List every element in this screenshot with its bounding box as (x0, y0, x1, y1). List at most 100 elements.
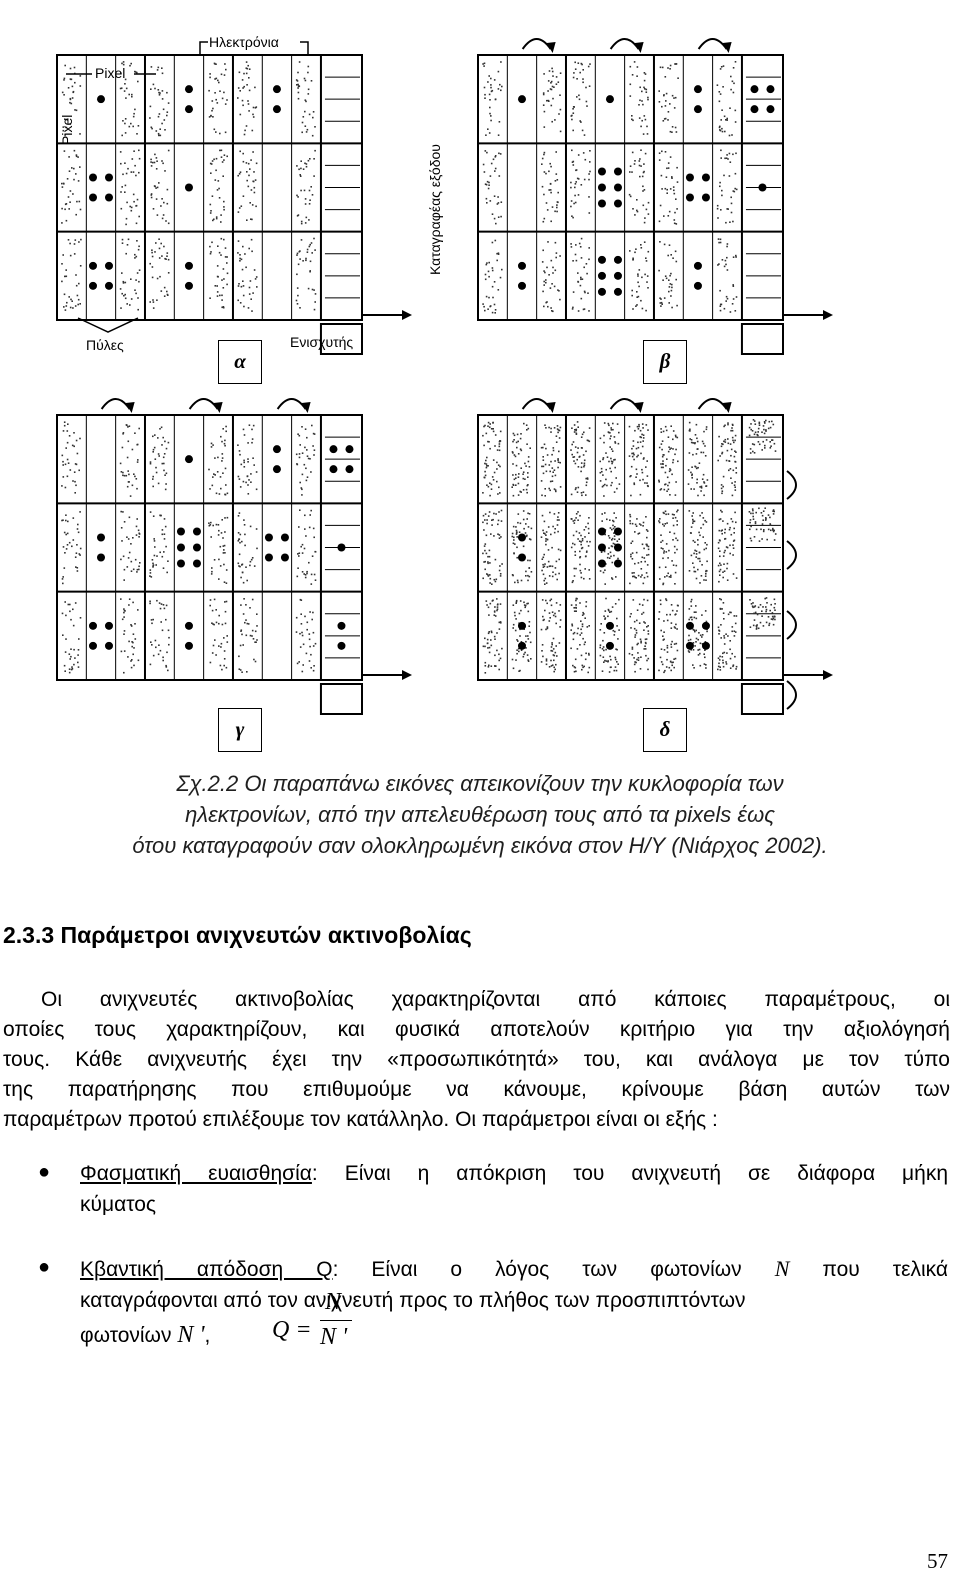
noise-speck (733, 484, 736, 486)
noise-speck (641, 556, 644, 559)
noise-speck (647, 545, 650, 548)
noise-speck (302, 168, 305, 170)
electron-charge (685, 641, 694, 650)
noise-speck (574, 658, 577, 661)
noise-speck (130, 625, 133, 627)
noise-speck (64, 463, 67, 466)
noise-speck (570, 493, 573, 496)
noise-speck (612, 542, 615, 545)
noise-speck (297, 214, 300, 216)
noise-speck (63, 421, 66, 423)
noise-speck (558, 610, 560, 612)
noise-speck (520, 433, 522, 435)
noise-speck (123, 579, 125, 581)
noise-speck (499, 492, 501, 494)
noise-speck (123, 611, 125, 614)
noise-speck (691, 466, 693, 468)
noise-speck (547, 305, 549, 308)
noise-speck (134, 289, 136, 291)
noise-speck (664, 76, 667, 78)
noise-speck (690, 488, 692, 490)
noise-speck (541, 185, 544, 188)
noise-speck (645, 466, 647, 468)
noise-speck (700, 451, 702, 454)
noise-speck (75, 566, 77, 568)
noise-speck (571, 308, 574, 310)
noise-speck (482, 552, 484, 555)
noise-speck (309, 199, 311, 201)
noise-speck (694, 549, 696, 552)
noise-speck (213, 128, 216, 131)
noise-speck (527, 476, 529, 478)
noise-speck (149, 575, 151, 577)
noise-speck (250, 473, 252, 475)
noise-speck (663, 118, 666, 120)
noise-speck (314, 301, 316, 303)
noise-speck (618, 431, 620, 434)
noise-speck (646, 575, 649, 578)
noise-speck (524, 651, 526, 654)
noise-speck (157, 115, 160, 118)
noise-speck (735, 665, 738, 668)
noise-speck (494, 580, 497, 583)
noise-speck (610, 457, 612, 460)
electron-charge (613, 255, 622, 264)
noise-speck (156, 299, 158, 301)
noise-speck (516, 446, 518, 449)
noise-speck (658, 479, 660, 482)
noise-speck (512, 474, 514, 476)
electron-charge (701, 641, 710, 650)
noise-speck (246, 671, 248, 673)
noise-speck (629, 83, 632, 86)
noise-speck (122, 282, 125, 284)
noise-speck (552, 571, 554, 573)
noise-speck (123, 90, 126, 92)
noise-speck (608, 460, 610, 463)
noise-speck (125, 223, 127, 226)
noise-speck (482, 434, 484, 437)
noise-speck (692, 562, 694, 564)
noise-speck (636, 643, 638, 646)
noise-speck (63, 424, 66, 427)
noise-speck (752, 606, 754, 609)
noise-speck (659, 204, 662, 207)
electron-charge (517, 553, 526, 562)
noise-speck (774, 618, 776, 621)
noise-speck (642, 133, 645, 135)
noise-speck (572, 306, 574, 309)
noise-speck (122, 173, 124, 176)
noise-speck (256, 613, 258, 615)
noise-speck (642, 434, 645, 436)
noise-speck (306, 128, 309, 131)
noise-speck (575, 567, 577, 570)
noise-speck (616, 625, 618, 627)
noise-speck (517, 640, 519, 642)
noise-speck (247, 458, 249, 460)
noise-speck (251, 218, 253, 221)
noise-speck (542, 249, 544, 252)
noise-speck (541, 261, 544, 263)
noise-speck (699, 534, 701, 537)
noise-speck (632, 208, 634, 210)
noise-speck (497, 216, 500, 218)
noise-speck (210, 536, 212, 538)
noise-speck (772, 513, 775, 515)
noise-speck (212, 476, 214, 478)
noise-speck (218, 645, 220, 647)
pixel-label-horizontal: Pixel (95, 65, 125, 81)
noise-speck (544, 532, 546, 535)
noise-speck (489, 602, 492, 605)
noise-speck (587, 65, 590, 68)
noise-speck (297, 196, 299, 198)
noise-speck (134, 638, 137, 640)
noise-speck (671, 177, 673, 179)
noise-speck (664, 117, 667, 120)
noise-speck (252, 113, 254, 116)
noise-speck (721, 529, 723, 531)
noise-speck (137, 297, 139, 299)
noise-speck (571, 118, 573, 121)
noise-speck (242, 152, 244, 155)
noise-speck (717, 564, 720, 567)
noise-speck (486, 484, 488, 486)
noise-speck (640, 247, 643, 249)
